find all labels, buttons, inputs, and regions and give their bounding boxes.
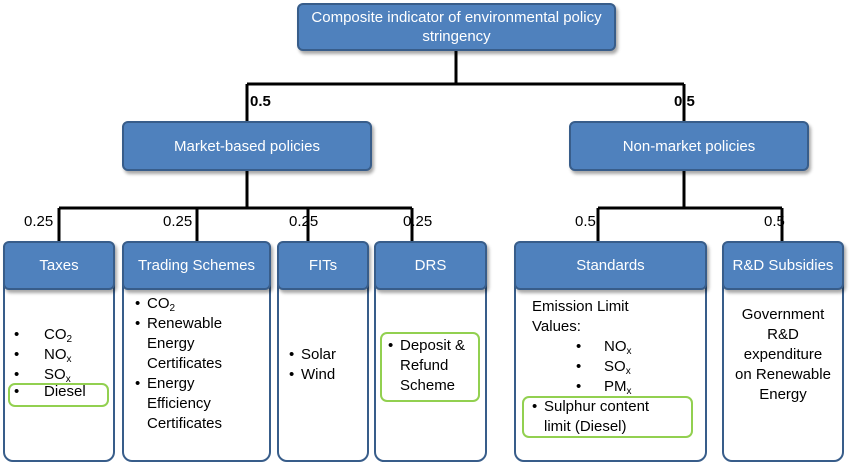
list-item: •CO2 xyxy=(135,295,176,314)
list-item: • SOx xyxy=(576,358,631,377)
rd-text: Government R&D expenditure on Renewable … xyxy=(735,306,831,403)
weight-fits: 0.25 xyxy=(289,213,319,230)
taxes-node: Taxes xyxy=(3,241,115,290)
weight-standards: 0.5 xyxy=(575,213,596,230)
diesel-highlight xyxy=(8,383,109,407)
standards-node: Standards xyxy=(514,241,707,290)
fits-node: FITs xyxy=(277,241,369,290)
list-item: •Renewable Energy Certificates xyxy=(135,315,223,372)
taxes-list: • CO2 • NOx • SOx • Diesel xyxy=(12,325,112,402)
trading-schemes-label: Trading Schemes xyxy=(138,257,255,274)
weight-drs: 0.25 xyxy=(403,213,433,230)
list-item: •Energy Efficiency Certificates xyxy=(135,375,223,432)
list-item: • CO2 xyxy=(14,326,73,345)
weight-rd: 0.5 xyxy=(764,213,785,230)
list-item: • PMx xyxy=(576,378,632,397)
sulphur-item: •Sulphur content limit (Diesel) xyxy=(532,397,682,437)
list-item: •Sulphur content limit (Diesel) xyxy=(532,398,650,435)
list-item: •Deposit & Refund Scheme xyxy=(388,337,466,394)
list-item: • NOx xyxy=(14,346,72,365)
sulphur-highlight xyxy=(522,396,693,438)
drs-list: •Deposit & Refund Scheme xyxy=(388,336,476,396)
rd-subsidies-node: R&D Subsidies xyxy=(722,241,844,290)
emission-heading: Emission Limit Values: xyxy=(532,298,629,335)
weight-market: 0.5 xyxy=(250,93,271,110)
list-item: •Solar xyxy=(289,346,337,363)
rd-subsidies-label: R&D Subsidies xyxy=(732,257,834,274)
market-based-label: Market-based policies xyxy=(174,137,320,155)
market-based-node: Market-based policies xyxy=(122,121,372,171)
drs-node: DRS xyxy=(374,241,487,290)
non-market-node: Non-market policies xyxy=(569,121,809,171)
standards-label: Standards xyxy=(576,257,645,274)
taxes-label: Taxes xyxy=(39,257,79,274)
weight-taxes: 0.25 xyxy=(24,213,54,230)
list-item: •Wind xyxy=(289,366,336,383)
list-item: • NOx xyxy=(576,338,632,357)
deposit-highlight xyxy=(380,332,480,402)
weight-nonmarket: 0.5 xyxy=(674,93,695,110)
weight-trading: 0.25 xyxy=(163,213,193,230)
drs-label: DRS xyxy=(414,257,447,274)
fits-label: FITs xyxy=(308,257,338,274)
root-label: Composite indicator of environmental pol… xyxy=(311,9,602,45)
trading-schemes-node: Trading Schemes xyxy=(122,241,271,290)
list-item: • Diesel xyxy=(14,383,86,400)
non-market-label: Non-market policies xyxy=(622,137,756,155)
standards-content: Emission Limit Values: • NOx • SOx • PMx xyxy=(532,297,702,397)
list-item: • SOx xyxy=(14,366,71,382)
root-node: Composite indicator of environmental pol… xyxy=(297,3,616,51)
fits-list: •Solar •Wind xyxy=(289,345,365,385)
trading-list: •CO2 •Renewable Energy Certificates •Ene… xyxy=(135,294,267,434)
